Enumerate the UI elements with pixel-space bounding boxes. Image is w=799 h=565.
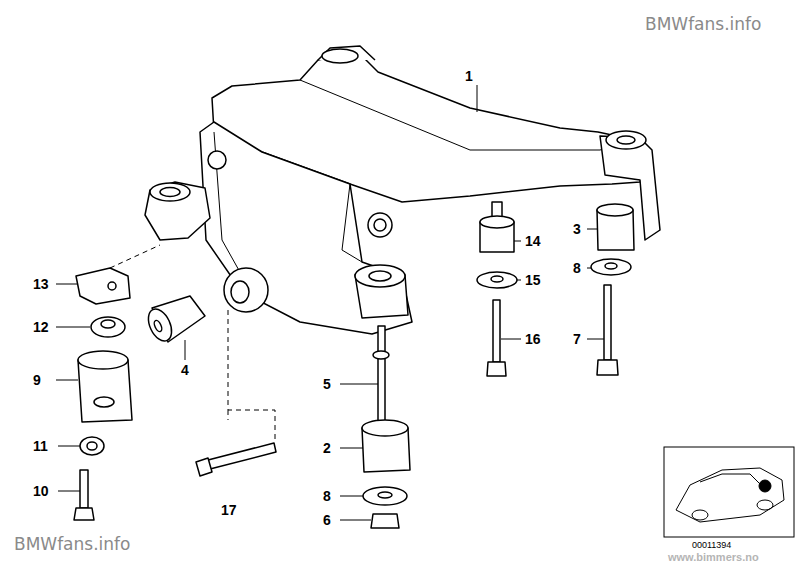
- callout-number: 14: [524, 234, 542, 248]
- callout-number: 13: [32, 277, 50, 291]
- callout-number: 6: [322, 513, 332, 527]
- watermark: BMWfans.info: [14, 536, 130, 553]
- watermark-url: www.bimmers.no: [668, 552, 759, 563]
- callout-number: 8: [572, 261, 582, 275]
- callout-number: 12: [32, 320, 50, 334]
- callout-number: 1: [464, 69, 474, 83]
- callout-number: 8: [322, 489, 332, 503]
- callout-number: 4: [180, 363, 190, 377]
- callout-number: 17: [220, 503, 238, 517]
- callout-number: 11: [32, 439, 49, 453]
- callout-number: 15: [524, 273, 542, 287]
- watermark: BMWfans.info: [645, 16, 761, 33]
- callout-number: 10: [32, 484, 50, 498]
- callout-number: 2: [322, 441, 332, 455]
- callout-number: 7: [572, 332, 582, 346]
- callout-number: 16: [524, 332, 542, 346]
- callout-number: 5: [322, 377, 332, 391]
- drawing-number: 00011394: [692, 541, 731, 550]
- callout-number: 9: [32, 373, 42, 387]
- callout-number: 3: [572, 222, 582, 236]
